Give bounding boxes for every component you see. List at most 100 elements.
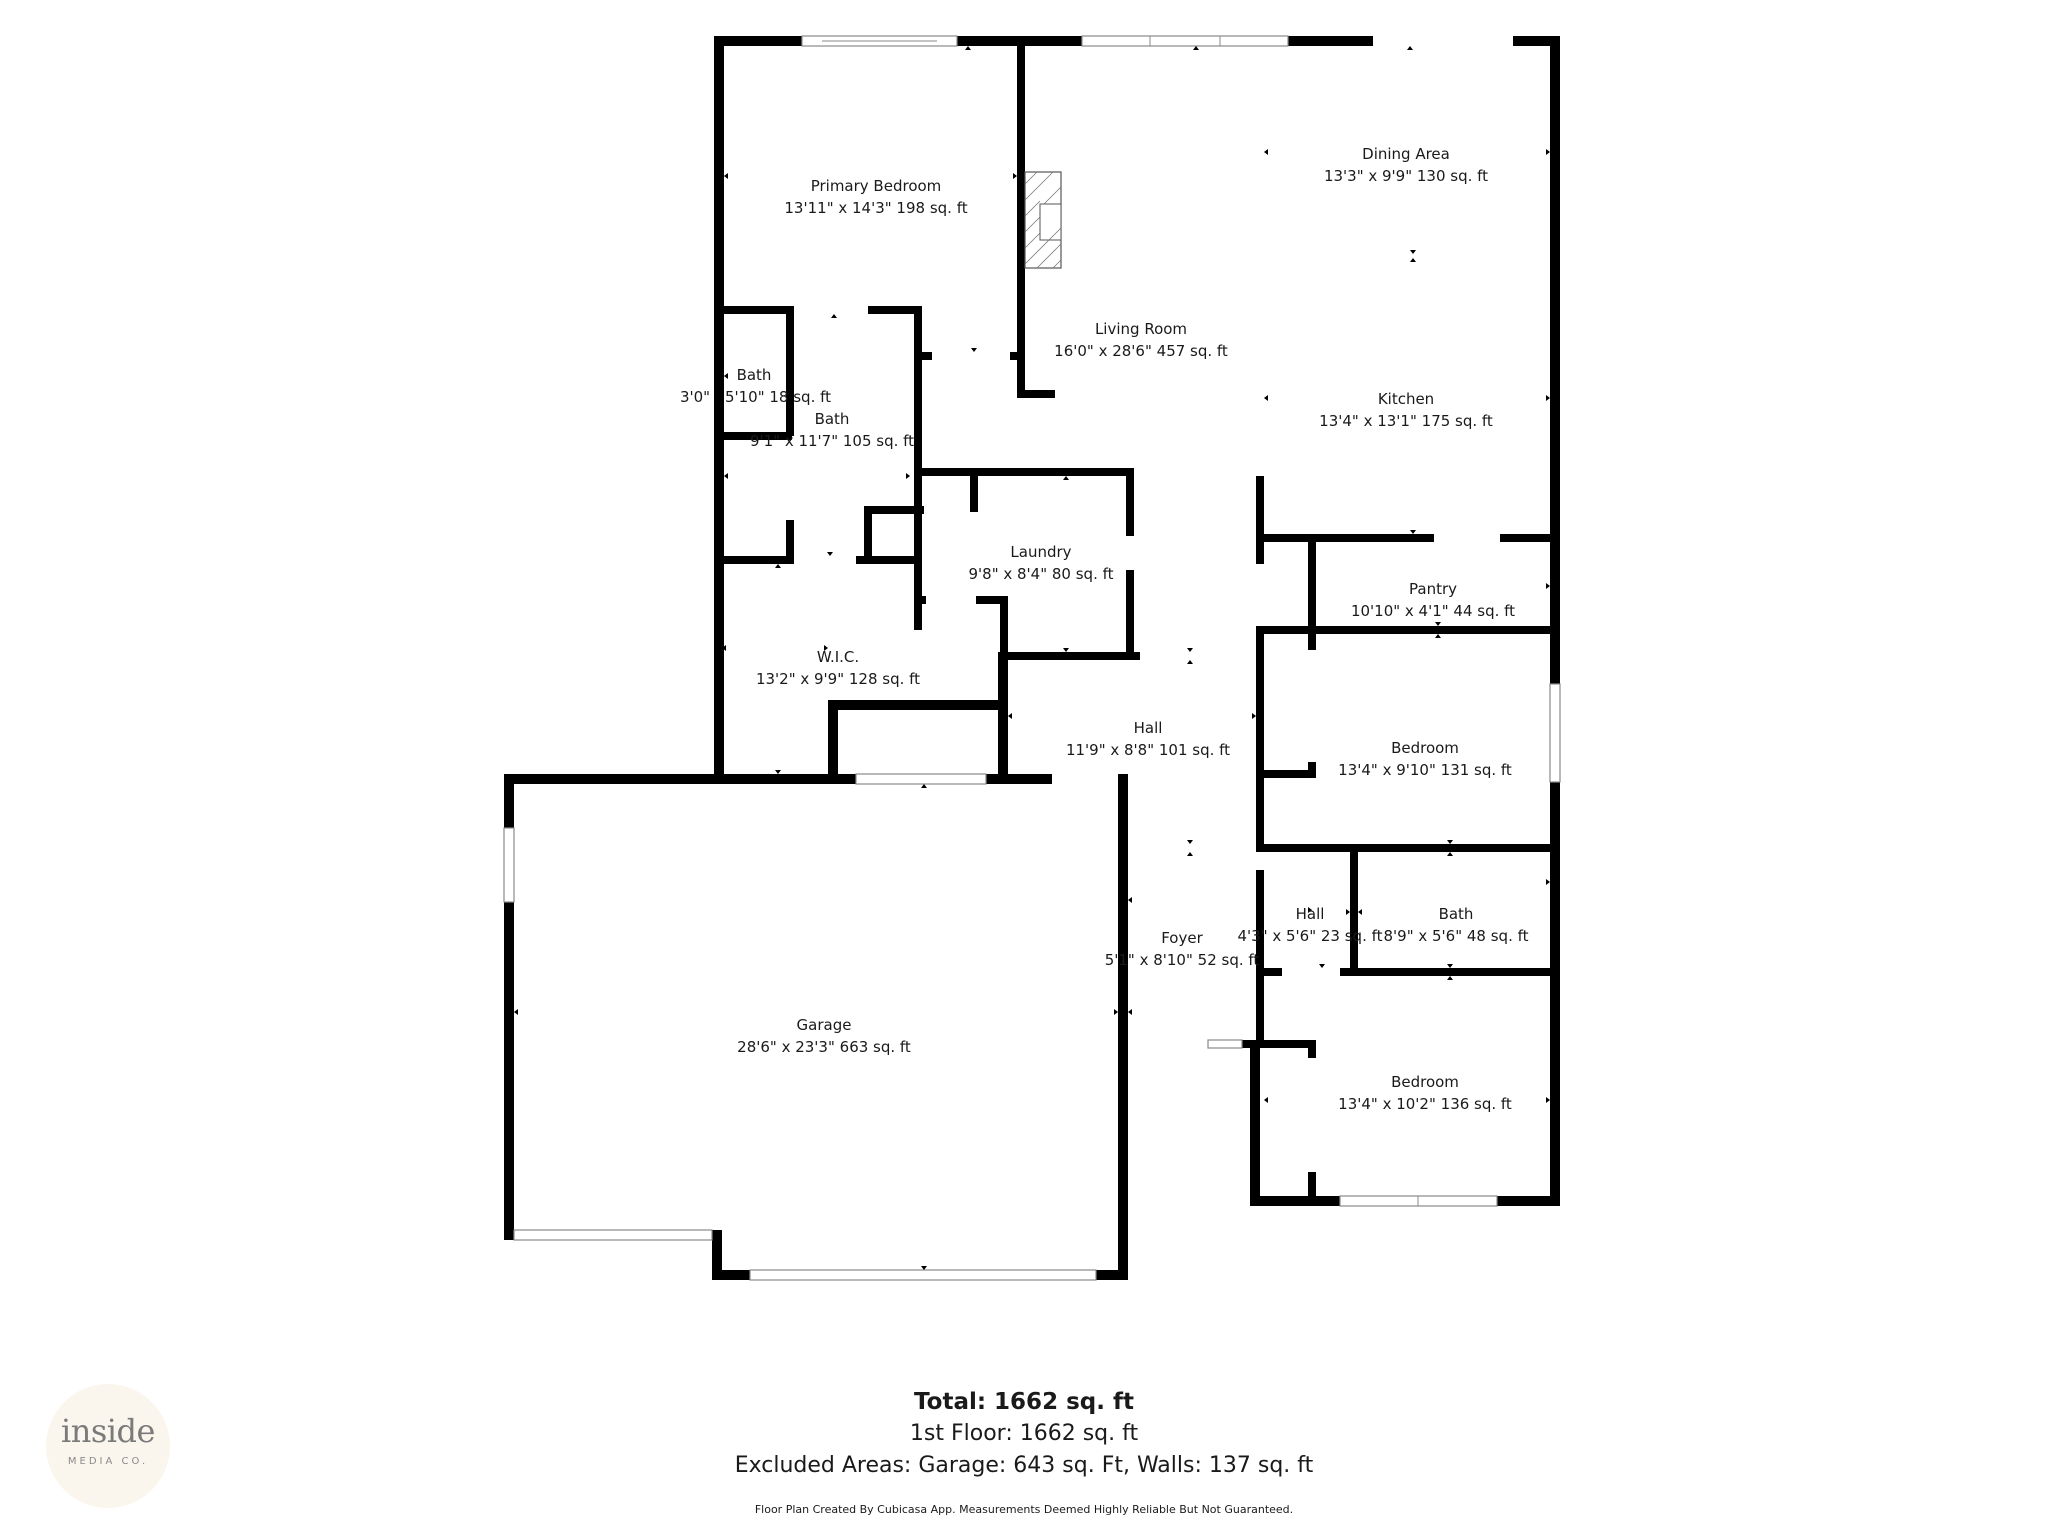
dimension-ticks bbox=[514, 46, 1550, 1270]
windows bbox=[503, 35, 1561, 1281]
room-dims-laundry: 9'8" x 8'4" 80 sq. ft bbox=[968, 565, 1113, 583]
wall bbox=[970, 476, 978, 512]
wall bbox=[1250, 1040, 1316, 1048]
wall bbox=[998, 652, 1008, 712]
room-dims-hall-small: 4'3" x 5'6" 23 sq. ft bbox=[1237, 927, 1382, 945]
room-name-dining: Dining Area bbox=[1362, 145, 1450, 163]
room-dims-living: 16'0" x 28'6" 457 sq. ft bbox=[1054, 342, 1228, 360]
fireplace bbox=[1024, 171, 1062, 269]
wall bbox=[864, 506, 924, 514]
wall bbox=[1017, 46, 1025, 396]
room-name-bedroom-1: Bedroom bbox=[1391, 739, 1459, 757]
window bbox=[1081, 35, 1289, 47]
wall bbox=[1256, 632, 1264, 844]
wall bbox=[1513, 36, 1560, 46]
room-dims-pantry: 10'10" x 4'1" 44 sq. ft bbox=[1351, 602, 1515, 620]
wall bbox=[1350, 844, 1358, 974]
wall bbox=[1000, 596, 1008, 658]
window bbox=[1549, 683, 1561, 783]
wall bbox=[1017, 390, 1055, 398]
room-dims-primary-bedroom: 13'11" x 14'3" 198 sq. ft bbox=[784, 199, 967, 217]
wall bbox=[1256, 534, 1434, 542]
wall bbox=[864, 506, 872, 564]
room-dims-dining: 13'3" x 9'9" 130 sq. ft bbox=[1324, 167, 1488, 185]
floor-plan: Primary Bedroom 13'11" x 14'3" 198 sq. f… bbox=[503, 35, 1561, 1281]
wall bbox=[1242, 1040, 1260, 1048]
wall bbox=[1126, 468, 1134, 536]
room-dims-prefix-bath-small: 3'0" bbox=[680, 388, 710, 406]
room-name-laundry: Laundry bbox=[1010, 543, 1071, 561]
room-name-garage: Garage bbox=[797, 1016, 852, 1034]
wall bbox=[1497, 1196, 1560, 1206]
wall bbox=[1550, 782, 1560, 1206]
room-dims-bath-small: 5'10" 18 sq. ft bbox=[725, 388, 831, 406]
wall bbox=[1308, 630, 1316, 650]
wall bbox=[1256, 968, 1282, 976]
wall bbox=[828, 700, 838, 784]
wall bbox=[712, 1230, 722, 1280]
wall bbox=[1126, 570, 1134, 658]
room-dims-wic: 13'2" x 9'9" 128 sq. ft bbox=[756, 670, 920, 688]
window bbox=[513, 1229, 713, 1241]
wall bbox=[1250, 1040, 1260, 1206]
wall bbox=[1256, 844, 1560, 852]
room-name-hall-small: Hall bbox=[1296, 905, 1325, 923]
total-area: Total: 1662 sq. ft bbox=[914, 1389, 1134, 1415]
room-dims-hall-main: 11'9" x 8'8" 101 sq. ft bbox=[1066, 741, 1230, 759]
wall bbox=[786, 520, 794, 564]
wall bbox=[1500, 534, 1560, 542]
room-name-primary-bedroom: Primary Bedroom bbox=[811, 177, 942, 195]
wall bbox=[1340, 968, 1560, 976]
room-dims-garage: 28'6" x 23'3" 663 sq. ft bbox=[737, 1038, 911, 1056]
wall bbox=[976, 596, 1008, 604]
inside-media-logo: inside MEDIA CO. bbox=[46, 1384, 170, 1508]
wall bbox=[1118, 850, 1128, 854]
room-name-bedroom-2: Bedroom bbox=[1391, 1073, 1459, 1091]
wall bbox=[868, 306, 920, 314]
wall bbox=[714, 36, 802, 46]
wall bbox=[504, 774, 514, 828]
wall bbox=[716, 556, 788, 564]
room-dims-bedroom-1: 13'4" x 9'10" 131 sq. ft bbox=[1338, 761, 1512, 779]
room-name-bath-small: Bath bbox=[737, 366, 772, 384]
floor-area: 1st Floor: 1662 sq. ft bbox=[909, 1421, 1139, 1446]
wall bbox=[1308, 1172, 1316, 1202]
wall bbox=[504, 902, 514, 1238]
room-name-living: Living Room bbox=[1095, 320, 1187, 338]
room-name-pantry: Pantry bbox=[1409, 580, 1457, 598]
wall bbox=[922, 352, 932, 360]
wall bbox=[986, 774, 1046, 784]
room-name-bath-2: Bath bbox=[1439, 905, 1474, 923]
room-name-foyer: Foyer bbox=[1161, 929, 1203, 947]
wall bbox=[1118, 774, 1128, 1280]
disclaimer: Floor Plan Created By Cubicasa App. Meas… bbox=[754, 1503, 1294, 1516]
wall bbox=[1256, 476, 1264, 564]
wall bbox=[957, 36, 1082, 46]
room-name-kitchen: Kitchen bbox=[1378, 390, 1434, 408]
window bbox=[749, 1269, 1097, 1281]
wall bbox=[1308, 1040, 1316, 1058]
wall bbox=[1550, 36, 1560, 684]
excluded-areas: Excluded Areas: Garage: 643 sq. Ft, Wall… bbox=[734, 1453, 1314, 1478]
wall bbox=[828, 700, 1008, 710]
wall bbox=[998, 700, 1008, 784]
window bbox=[1207, 1039, 1243, 1049]
wall bbox=[1308, 534, 1316, 630]
room-name-hall-main: Hall bbox=[1134, 719, 1163, 737]
wall bbox=[914, 596, 926, 604]
room-dims-foyer: 5'1" x 8'10" 52 sq. ft bbox=[1105, 951, 1260, 969]
logo-subtitle: MEDIA CO. bbox=[67, 1456, 149, 1467]
wall bbox=[914, 468, 1134, 476]
wall bbox=[786, 306, 794, 436]
room-dims-bath-primary: 9'1" x 11'7" 105 sq. ft bbox=[750, 432, 914, 450]
wall bbox=[1000, 652, 1140, 660]
wall bbox=[1010, 352, 1022, 360]
room-name-wic: W.I.C. bbox=[817, 648, 859, 666]
window bbox=[503, 827, 515, 903]
room-dims-bath-2: 8'9" x 5'6" 48 sq. ft bbox=[1383, 927, 1528, 945]
wall bbox=[856, 556, 922, 564]
wall bbox=[1256, 870, 1264, 1046]
wall bbox=[1308, 762, 1316, 778]
window bbox=[855, 773, 987, 785]
room-name-bath-primary: Bath bbox=[815, 410, 850, 428]
